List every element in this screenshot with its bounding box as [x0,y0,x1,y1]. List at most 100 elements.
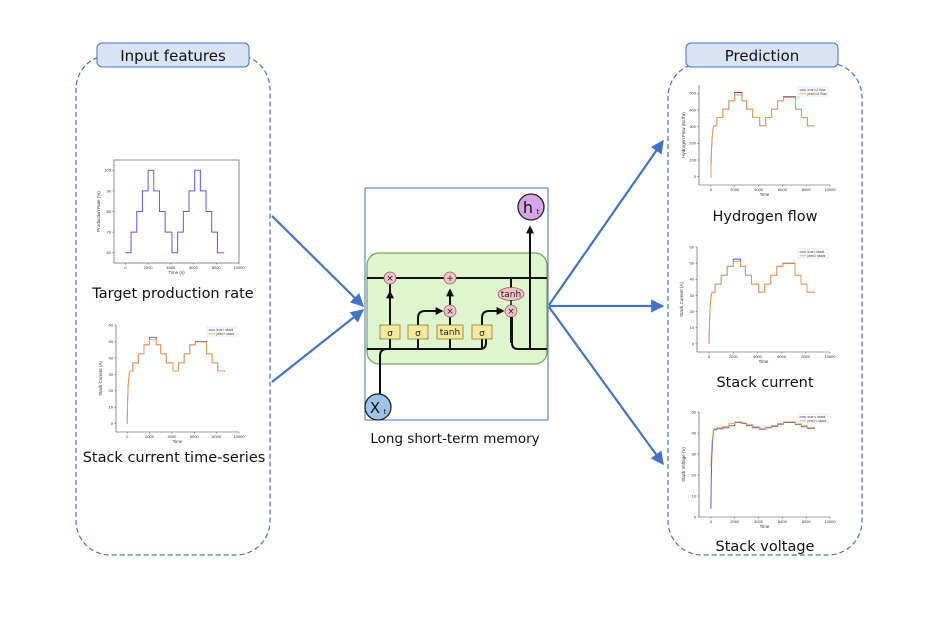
cell-tanh-label: tanh [501,290,521,300]
ht-label: h [523,198,533,217]
lstm-caption: Long short-term memory [370,431,539,447]
y-tick-label: 0 [694,514,697,519]
target-production-rate-caption: Target production rate [91,286,253,302]
x-tick-label: 4000 [754,519,764,524]
y-tick-label: 50 [690,261,695,266]
y-axis-label: Hydrogen Flow (NL/hr) [681,112,686,158]
y-tick-label: 40 [692,430,697,435]
y-tick-label: 400 [689,107,696,112]
input-panel-title-box [96,42,250,68]
y-tick-label: 0 [692,341,695,346]
xt-subscript: t [384,408,387,416]
series-line-true-h2-flow [710,92,815,178]
x-tick-label: 6000 [778,519,788,524]
y-tick-label: 60 [109,322,114,327]
x-axis-label: Time [760,524,770,529]
arrow-current-to-lstm [271,309,365,383]
series-line-pred-v-stack [710,421,815,467]
series-line-pred-i-stack [126,339,225,424]
series-line-pred-i-stack [708,261,815,344]
y-tick-label: 30 [690,293,695,298]
x-axis-label: Time [173,439,183,444]
input-multiply-label: × [446,307,454,317]
x-tick-label: 0 [710,519,713,524]
legend-entry: pred h2 flow [808,92,828,96]
legend-entry: true h2 flow [808,88,827,92]
forget-multiply-label: × [386,274,394,284]
output-gate-label: σ [479,329,485,339]
x-tick-label: 6000 [778,187,788,192]
x-tick-label: 8000 [212,434,222,439]
y-tick-label: 0 [694,174,697,179]
x-tick-label: 10000 [824,187,836,192]
x-tick-label: 10000 [824,354,836,359]
x-tick-label: 0 [708,354,711,359]
candidate-gate [436,324,464,340]
arrow-lstm-to-hydrogen [548,139,664,306]
y-tick-label: 30 [692,451,697,456]
y-axis-label: Stack Voltage (V) [681,447,686,482]
input-gate-line [417,307,444,349]
y-tick-label: 20 [109,388,114,393]
x-tick-label: 4000 [753,354,763,359]
arrow-production-to-lstm [271,215,364,307]
x-tick-label: 8000 [801,354,811,359]
series-line-pred-h2-flow [710,94,815,178]
xt-input-node [364,393,392,421]
y-tick-label: 30 [109,372,114,377]
hydrogen-flow-caption: Hydrogen flow [713,209,818,225]
x-tick-label: 2000 [730,519,740,524]
series-line-true-i-stack [126,336,225,424]
x-tick-label: 0 [126,434,129,439]
x-tick-label: 10000 [824,519,836,524]
y-tick-label: 40 [109,355,114,360]
y-tick-label: 500 [689,91,696,96]
input-line [379,348,388,403]
legend-entry: true i stack [808,250,825,254]
legend-entry: pred v stack [808,419,827,423]
y-tick-label: 70 [107,230,112,235]
output-multiply-label: × [507,307,515,317]
y-tick-label: 10 [690,325,695,330]
input-panel-border [75,54,271,556]
input-gate [407,324,429,340]
legend-box [797,248,829,259]
x-tick-label: 0 [124,265,127,270]
y-tick-label: 60 [107,250,112,255]
x-tick-label: 4000 [167,434,177,439]
lstm-block: σ σ tanh σ × + × × tanh h t X t Long sho… [364,187,549,447]
y-tick-label: 50 [692,409,697,414]
y-tick-label: 80 [107,209,112,214]
y-tick-label: 90 [107,188,112,193]
hidden-state-line [367,338,487,350]
forget-gate-label: σ [387,329,393,339]
x-axis-label: Time [760,192,770,197]
x-tick-label: 4000 [754,187,764,192]
y-tick-label: 60 [690,244,695,249]
stack-current-caption: Stack current [716,375,813,391]
input-multiply-op [443,304,457,318]
y-tick-label: 20 [692,472,697,477]
x-tick-label: 10000 [233,434,245,439]
y-tick-label: 40 [690,277,695,282]
x-tick-label: 2000 [730,187,740,192]
legend-box [797,413,829,424]
xt-label: X [370,399,380,417]
y-tick-label: 20 [690,309,695,314]
y-axis-label: Production Rate (%) [96,191,101,232]
y-tick-label: 100 [689,157,696,162]
y-tick-label: 50 [109,339,114,344]
legend-entry: pred i stack [808,254,826,258]
x-tick-label: 2000 [145,434,155,439]
forget-gate [379,324,401,340]
y-tick-label: 100 [104,168,111,173]
x-tick-label: 6000 [777,354,787,359]
y-tick-label: 200 [689,141,696,146]
